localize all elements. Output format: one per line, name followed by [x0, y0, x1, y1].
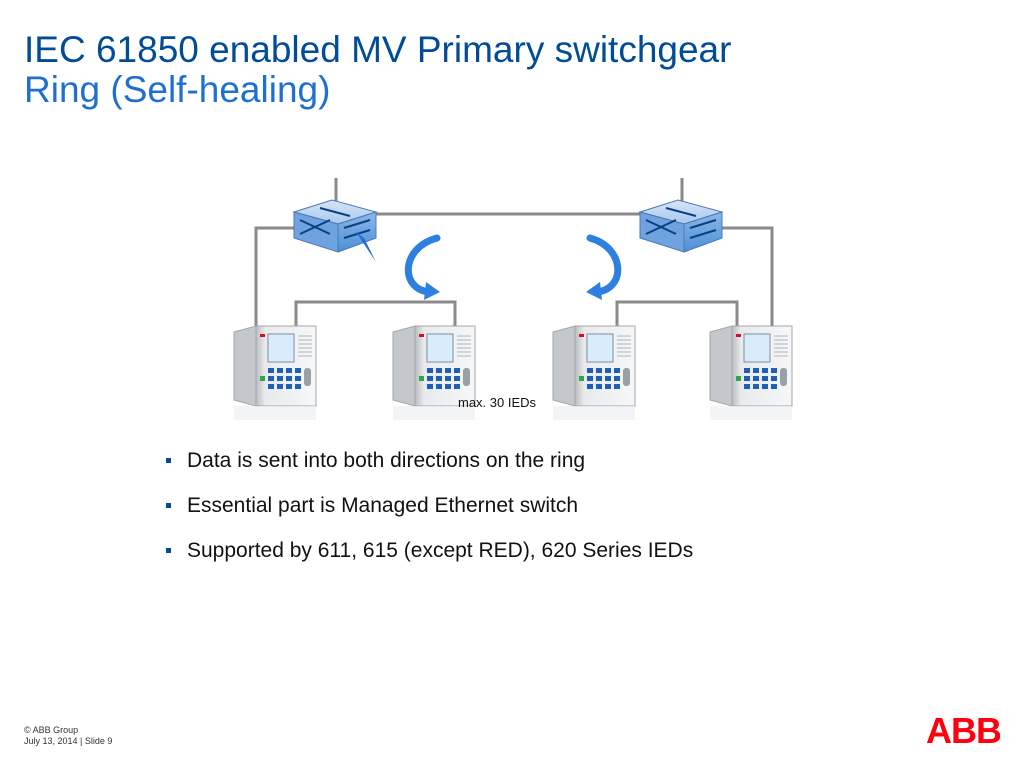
date-slide-text: July 13, 2014 | Slide 9 [24, 736, 113, 746]
title-line-1: IEC 61850 enabled MV Primary switchgear [24, 29, 732, 70]
direction-arrow-right [586, 234, 622, 300]
footer: © ABB Group July 13, 2014 | Slide 9 [24, 725, 112, 747]
ied-row [233, 325, 793, 420]
slide-title: IEC 61850 enabled MV Primary switchgear … [24, 30, 731, 110]
bullet-marker [166, 458, 171, 463]
bullet-item: Supported by 611, 615 (except RED), 620 … [166, 538, 693, 564]
direction-arrow-left [404, 234, 441, 300]
copyright-text: © ABB Group [24, 725, 79, 735]
ethernet-switch-right [638, 199, 724, 253]
ied-device [392, 325, 476, 420]
ring-cables [254, 178, 774, 336]
bullet-item: Data is sent into both directions on the… [166, 448, 693, 474]
bullet-marker [166, 503, 171, 508]
ied-device [709, 325, 793, 420]
bullet-list: Data is sent into both directions on the… [166, 448, 693, 583]
bullet-text: Supported by 611, 615 (except RED), 620 … [187, 539, 694, 562]
svg-text:ABB: ABB [926, 714, 1000, 746]
bullet-marker [166, 548, 171, 553]
bullet-text: Data is sent into both directions on the… [187, 449, 586, 472]
bullet-item: Essential part is Managed Ethernet switc… [166, 493, 693, 519]
ethernet-switch-left [292, 199, 378, 262]
bullet-text: Essential part is Managed Ethernet switc… [187, 494, 579, 517]
abb-logo: ABB [926, 714, 1000, 746]
title-line-2: Ring (Self-healing) [24, 69, 331, 110]
ied-count-caption: max. 30 IEDs [458, 395, 537, 410]
ied-device [552, 325, 636, 420]
ied-device [233, 325, 317, 420]
